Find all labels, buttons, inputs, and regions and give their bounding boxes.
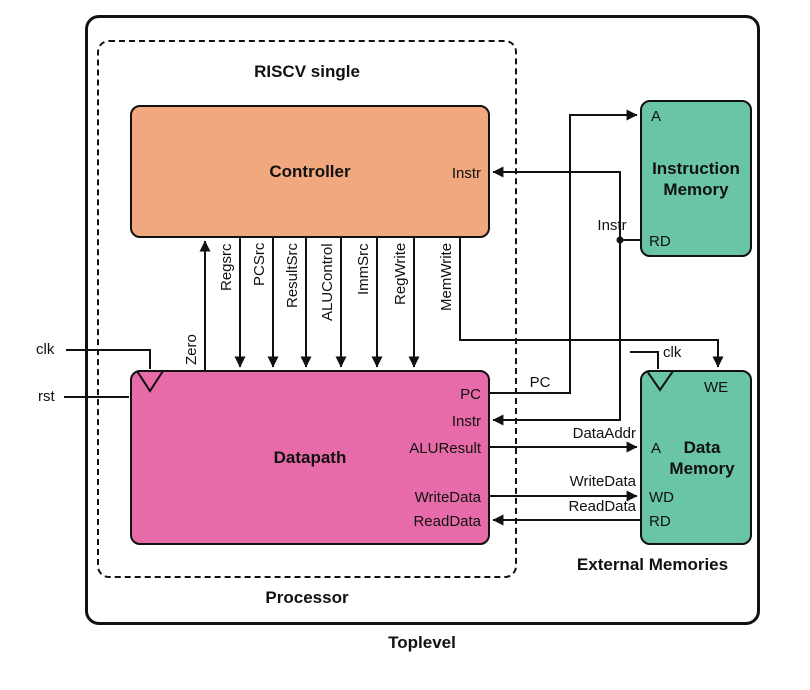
- instruction-memory-port-rd: RD: [649, 233, 671, 250]
- controller-block: Controller Instr: [130, 105, 490, 238]
- data-memory-title-line1: Data: [683, 437, 721, 457]
- riscv-single-label: RISCV single: [254, 62, 360, 81]
- datapath-port-aluresult: ALUResult: [409, 440, 481, 457]
- clk-input-label: clk: [36, 341, 55, 358]
- pcsrc-signal-label: PCSrc: [251, 243, 268, 287]
- pc-wire-label: PC: [529, 374, 551, 391]
- memwrite-signal-label: MemWrite: [438, 243, 455, 312]
- data-memory-port-a: A: [651, 440, 662, 457]
- controller-port-instr: Instr: [451, 165, 481, 182]
- datapath-port-instr: Instr: [451, 413, 481, 430]
- controller-title: Controller: [269, 162, 351, 181]
- regwrite-signal-label: RegWrite: [392, 243, 409, 306]
- external-memories-label: External Memories: [576, 555, 729, 574]
- toplevel-boundary: [85, 15, 760, 625]
- writedata-wire-label: WriteData: [569, 473, 636, 490]
- resultsrc-signal-label: ResultSrc: [284, 243, 301, 309]
- immsrc-signal-label: ImmSrc: [355, 243, 372, 295]
- readdata-wire-label: ReadData: [568, 498, 636, 515]
- zero-signal-label: Zero: [183, 334, 200, 365]
- processor-label: Processor: [265, 588, 349, 607]
- data-memory-block: Data Memory WE A WD RD: [640, 370, 752, 545]
- data-memory-port-we: WE: [704, 379, 729, 396]
- data-memory-clk-label: clk: [663, 344, 682, 361]
- instruction-memory-title-line1: Instruction: [652, 158, 740, 178]
- data-memory-port-wd: WD: [649, 489, 674, 506]
- instruction-memory-block: Instruction Memory A RD: [640, 100, 752, 257]
- datapath-port-writedata: WriteData: [414, 489, 481, 506]
- instr-wire-label: Instr: [597, 217, 627, 234]
- dataaddr-wire-label: DataAddr: [572, 425, 636, 442]
- regsrc-signal-label: Regsrc: [218, 243, 235, 291]
- datapath-port-pc: PC: [460, 386, 481, 403]
- toplevel-label: Toplevel: [388, 633, 456, 652]
- datapath-port-readdata: ReadData: [413, 513, 481, 530]
- data-memory-port-rd: RD: [649, 513, 671, 530]
- datapath-block: Datapath PC Instr ALUResult WriteData Re…: [130, 370, 490, 545]
- instruction-memory-port-a: A: [651, 108, 662, 125]
- instruction-memory-title-line2: Memory: [663, 179, 729, 199]
- alucontrol-signal-label: ALUControl: [319, 243, 336, 321]
- rst-input-label: rst: [38, 388, 55, 405]
- datapath-title: Datapath: [273, 448, 347, 467]
- data-memory-title-line2: Memory: [669, 458, 735, 478]
